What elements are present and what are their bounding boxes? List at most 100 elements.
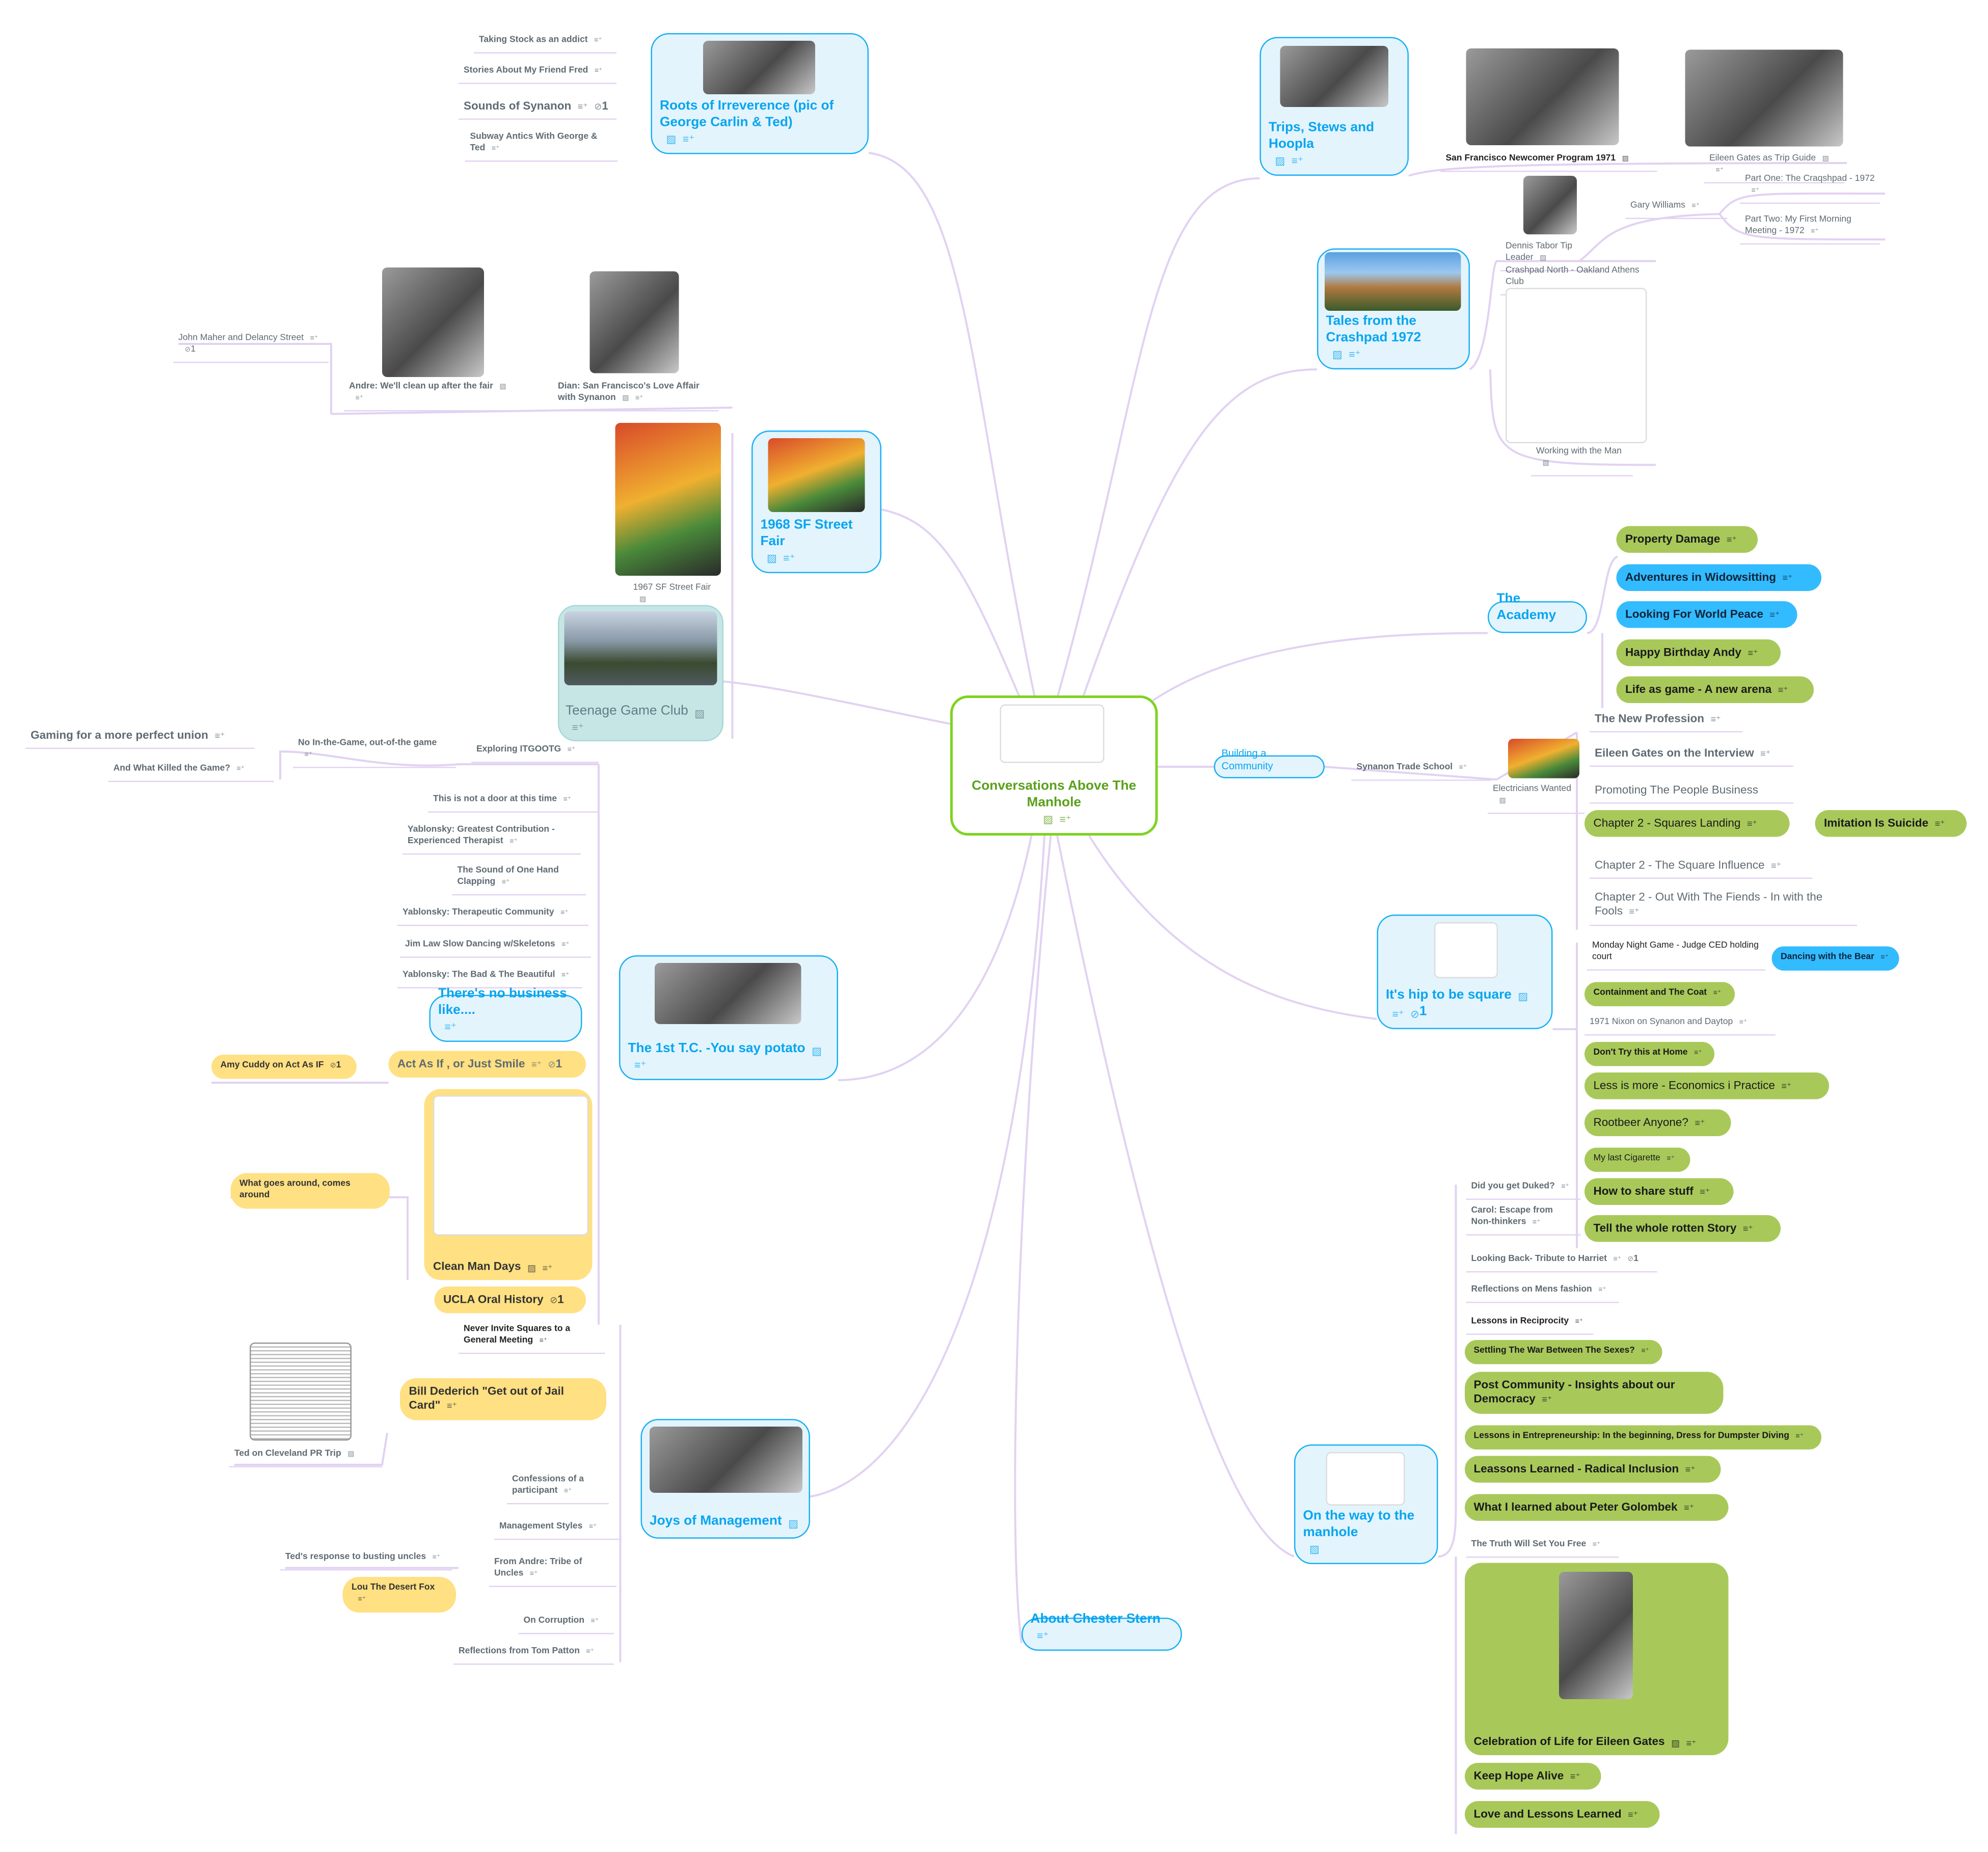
subtopic[interactable]: Crashpad North - Oakland Athens Club	[1500, 264, 1647, 295]
subtopic-adventures-in-widowsitting[interactable]: Adventures in Widowsitting≡⁺	[1616, 564, 1821, 592]
note-icon[interactable]: ≡⁺	[1392, 1007, 1404, 1020]
subtopic[interactable]: Chapter 2 - Out With The Fiends - In wit…	[1590, 888, 1857, 926]
image-icon[interactable]: ▨	[788, 1516, 798, 1529]
subtopic-how-to-share[interactable]: How to share stuff≡⁺	[1584, 1178, 1734, 1205]
note-icon[interactable]: ≡⁺	[1667, 1155, 1675, 1163]
subtopic-lessons-in-entrepreneurship[interactable]: Lessons in Entrepreneurship: In the begi…	[1465, 1425, 1821, 1450]
subtopic-containment-and-coat[interactable]: Containment and The Coat≡⁺	[1584, 982, 1735, 1006]
note-icon[interactable]: ≡⁺	[1694, 1050, 1702, 1057]
image-caption[interactable]: Dennis Tabor Tip Leader▨	[1500, 239, 1602, 271]
note-icon[interactable]: ≡⁺	[635, 394, 643, 402]
image-caption[interactable]: San Francisco Newcomer Program 1971▨	[1440, 152, 1657, 172]
note-icon[interactable]: ≡⁺	[1641, 1348, 1649, 1355]
link-icon[interactable]: ⊘	[1410, 1007, 1419, 1020]
link-icon[interactable]: ⊘	[1627, 1256, 1634, 1264]
note-icon[interactable]: ≡⁺	[588, 1523, 597, 1531]
note-icon[interactable]: ≡⁺	[1771, 860, 1782, 872]
subtopic[interactable]: Part One: The Craqshpad - 1972≡⁺	[1740, 172, 1880, 203]
link-icon[interactable]: ⊘	[548, 1058, 556, 1070]
note-icon[interactable]: ≡⁺	[560, 909, 569, 917]
subtopic[interactable]: Taking Stock as an addict≡⁺	[474, 33, 616, 53]
subtopic[interactable]: On Corruption≡⁺	[518, 1614, 614, 1634]
note-icon[interactable]: ≡⁺	[572, 720, 584, 733]
subtopic[interactable]: Carol: Escape from Non-thinkers≡⁺	[1466, 1204, 1581, 1235]
image-icon[interactable]: ▨	[1499, 797, 1506, 805]
image-icon[interactable]: ▨	[1332, 347, 1342, 360]
subtopic-ucla-oral-history[interactable]: UCLA Oral History⊘1	[434, 1286, 586, 1314]
subtopic-settling-the-war[interactable]: Settling The War Between The Sexes?≡⁺	[1465, 1340, 1662, 1364]
note-icon[interactable]: ≡⁺	[539, 1337, 548, 1345]
note-icon[interactable]: ≡⁺	[310, 335, 318, 343]
note-icon[interactable]: ≡⁺	[1628, 1809, 1638, 1820]
image-icon[interactable]: ▨	[639, 596, 647, 604]
image-caption[interactable]: Dian: San Francisco's Love Affair with S…	[553, 380, 718, 411]
note-icon[interactable]: ≡⁺	[682, 131, 695, 145]
subtopic[interactable]: Lessons in Reciprocity≡⁺	[1466, 1314, 1594, 1335]
subtopic[interactable]: Confessions of a participant≡⁺	[507, 1472, 609, 1504]
subtopic-rootbeer[interactable]: Rootbeer Anyone?≡⁺	[1584, 1109, 1731, 1137]
subtopic-lou-desert-fox[interactable]: Lou The Desert Fox≡⁺	[342, 1577, 456, 1612]
image-icon[interactable]: ▨	[1275, 153, 1285, 167]
link-icon[interactable]: ⊘	[184, 346, 191, 354]
subtopic-dont-try-this[interactable]: Don't Try this at Home≡⁺	[1584, 1042, 1714, 1066]
subtopic[interactable]: This is not a door at this time≡⁺	[428, 792, 599, 813]
image-caption[interactable]: Ted on Cleveland PR Trip▨	[229, 1447, 382, 1467]
note-icon[interactable]: ≡⁺	[1291, 153, 1304, 167]
note-icon[interactable]: ≡⁺	[1691, 202, 1700, 210]
topic-building-a-community[interactable]: Building a Community	[1214, 748, 1325, 779]
subtopic-my-last-cigarette[interactable]: My last Cigarette≡⁺	[1584, 1147, 1690, 1172]
note-icon[interactable]: ≡⁺	[1459, 764, 1467, 772]
image-icon[interactable]: ▨	[527, 1262, 536, 1274]
subtopic[interactable]: Reflections from Tom Patton≡⁺	[453, 1645, 614, 1665]
note-icon[interactable]: ≡⁺	[1561, 1183, 1569, 1191]
subtopic-what-goes-around[interactable]: What goes around, comes around	[230, 1173, 390, 1209]
subtopic[interactable]: Reflections on Mens fashion≡⁺	[1466, 1283, 1619, 1303]
note-icon[interactable]: ≡⁺	[563, 1487, 572, 1495]
note-icon[interactable]: ≡⁺	[432, 1554, 441, 1562]
note-icon[interactable]: ≡⁺	[1781, 1080, 1792, 1092]
subtopic[interactable]: And What Killed the Game?≡⁺	[108, 762, 274, 782]
note-icon[interactable]: ≡⁺	[1782, 572, 1793, 584]
note-icon[interactable]: ≡⁺	[590, 1618, 599, 1625]
subtopic[interactable]: Did you get Duked?≡⁺	[1466, 1179, 1581, 1200]
subtopic[interactable]: Yablonsky: The Bad & The Beautiful≡⁺	[397, 968, 582, 988]
subtopic[interactable]: Part Two: My First Morning Meeting - 197…	[1740, 213, 1880, 244]
note-icon[interactable]: ≡⁺	[1686, 1737, 1697, 1749]
note-icon[interactable]: ≡⁺	[563, 796, 572, 804]
subtopic[interactable]: Jim Law Slow Dancing w/Skeletons≡⁺	[400, 937, 591, 958]
image-caption[interactable]: Andre: We'll clean up after the fair▨≡⁺	[344, 380, 522, 411]
image-icon[interactable]: ▨	[1518, 990, 1528, 1003]
note-icon[interactable]: ≡⁺	[1592, 1541, 1601, 1549]
note-icon[interactable]: ≡⁺	[1695, 1117, 1705, 1129]
note-icon[interactable]: ≡⁺	[444, 1019, 456, 1033]
subtopic[interactable]: Yablonsky: Therapeutic Community≡⁺	[397, 906, 588, 926]
subtopic-get-out-of-jail[interactable]: Bill Dederich "Get out of Jail Card"≡⁺	[400, 1378, 606, 1420]
note-icon[interactable]: ≡⁺	[529, 1570, 538, 1578]
image-caption[interactable]: Eileen Gates as Trip Guide▨≡⁺	[1704, 152, 1844, 183]
subtopic[interactable]: Yablonsky: Greatest Contribution - Exper…	[402, 823, 581, 854]
subtopic[interactable]: 1971 Nixon on Synanon and Daytop≡⁺	[1584, 1015, 1776, 1035]
note-icon[interactable]: ≡⁺	[1542, 1393, 1552, 1406]
note-icon[interactable]: ≡⁺	[561, 941, 570, 949]
subtopic[interactable]: Promoting The People Business	[1590, 781, 1793, 804]
image-icon[interactable]: ▨	[1309, 1542, 1320, 1555]
topic-the-academy[interactable]: The Academy	[1488, 591, 1587, 633]
subtopic[interactable]: John Maher and Delancy Street≡⁺⊘1	[173, 331, 329, 363]
note-icon[interactable]: ≡⁺	[1715, 166, 1724, 174]
note-icon[interactable]: ≡⁺	[1726, 533, 1737, 546]
note-icon[interactable]: ≡⁺	[355, 394, 364, 402]
subtopic[interactable]: Exploring ITGOOTG≡⁺	[471, 743, 599, 763]
note-icon[interactable]: ≡⁺	[1747, 818, 1757, 829]
subtopic-no-business[interactable]: There's no business like....≡⁺	[429, 986, 582, 1042]
subtopic[interactable]: Management Styles≡⁺	[494, 1520, 622, 1540]
note-icon[interactable]: ≡⁺	[531, 1058, 542, 1070]
note-icon[interactable]: ≡⁺	[1684, 1501, 1695, 1514]
image-icon[interactable]: ▨	[622, 394, 629, 402]
subtopic-looking-for-world-peace[interactable]: Looking For World Peace≡⁺	[1616, 601, 1797, 629]
topic-about-chester-stern[interactable]: About Chester Stern≡⁺	[1022, 1612, 1182, 1651]
note-icon[interactable]: ≡⁺	[236, 765, 245, 773]
note-icon[interactable]: ≡⁺	[1739, 1019, 1748, 1027]
subtopic[interactable]: Ted's response to busting uncles≡⁺	[280, 1550, 452, 1570]
note-icon[interactable]: ≡⁺	[1575, 1318, 1583, 1326]
note-icon[interactable]: ≡⁺	[1778, 684, 1788, 696]
